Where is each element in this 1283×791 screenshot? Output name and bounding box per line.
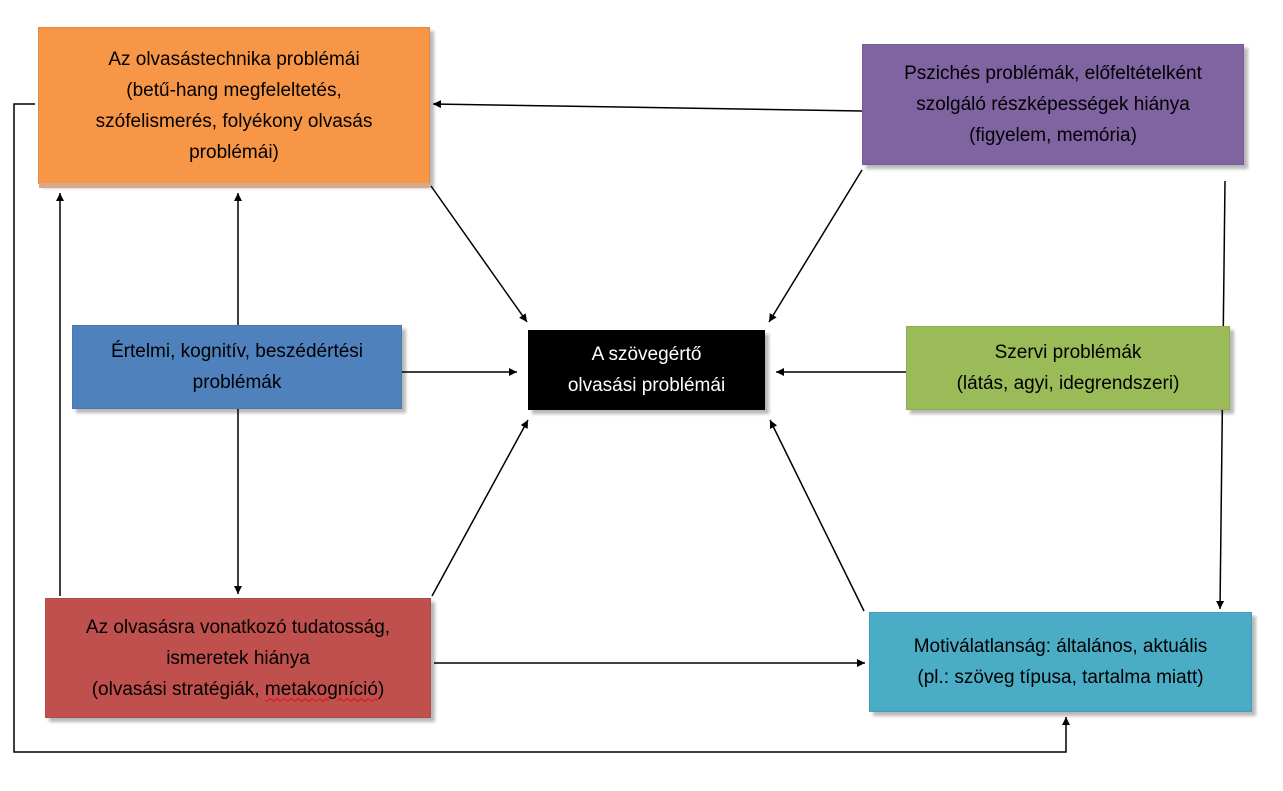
center-line-2: olvasási problémái (567, 375, 726, 396)
arrow-awareness-to-center (431, 419, 529, 597)
organic-line-1: Szervi problémák (994, 342, 1142, 363)
arrow-technique-to-motivation-loop (13, 103, 1070, 753)
psych-line-2: szolgáló részképességek hiánya (916, 94, 1190, 115)
organic-line-2: (látás, agyi, idegrendszeri) (956, 373, 1180, 394)
cognitive-line-2: problémák (192, 372, 282, 393)
organic-box: Szervi problémák (látás, agyi, idegrends… (906, 326, 1230, 410)
arrow-psych-to-center (768, 169, 863, 323)
motivation-line-2: (pl.: szöveg típusa, tartalma miatt) (917, 667, 1204, 688)
motivation-box: Motiválatlanság: általános, aktuális (pl… (869, 612, 1252, 712)
technique-line-4: problémái) (189, 141, 279, 163)
awareness-spellcheck-word: metakogníció (264, 678, 378, 700)
arrow-technique-to-center (430, 185, 528, 323)
technique-line-1: Az olvasástechnika problémái (108, 48, 360, 70)
psychological-box: Pszichés problémák, előfeltételként szol… (862, 44, 1244, 165)
reading-technique-box: Az olvasástechnika problémái (betű-hang … (38, 27, 430, 188)
cognitive-line-1: Értelmi, kognitív, beszédértési (110, 341, 364, 362)
awareness-box: Az olvasásra vonatkozó tudatosság, ismer… (45, 598, 431, 718)
central-problem-box: A szövegértő olvasási problémái (528, 330, 765, 410)
cognitive-box: Értelmi, kognitív, beszédértési problémá… (72, 325, 402, 409)
psych-line-1: Pszichés problémák, előfeltételként (904, 63, 1202, 84)
center-line-1: A szövegértő (591, 344, 702, 365)
awareness-line-3-prefix: (olvasási stratégiák, (91, 678, 265, 700)
awareness-line-2: ismeretek hiánya (166, 647, 310, 669)
technique-line-2: (betű-hang megfeleltetés, (126, 79, 342, 101)
motivation-line-1: Motiválatlanság: általános, aktuális (913, 636, 1208, 657)
psych-line-3: (figyelem, memória) (969, 125, 1137, 146)
arrow-motivation-to-center (769, 419, 865, 612)
technique-line-3: szófelismerés, folyékony olvasás (95, 110, 373, 132)
awareness-line-3-suffix: ) (377, 678, 385, 700)
awareness-line-3: (olvasási stratégiák, metakogníció) (92, 674, 385, 705)
awareness-line-1: Az olvasásra vonatkozó tudatosság, (85, 616, 391, 638)
arrow-psych-to-technique (432, 100, 863, 112)
